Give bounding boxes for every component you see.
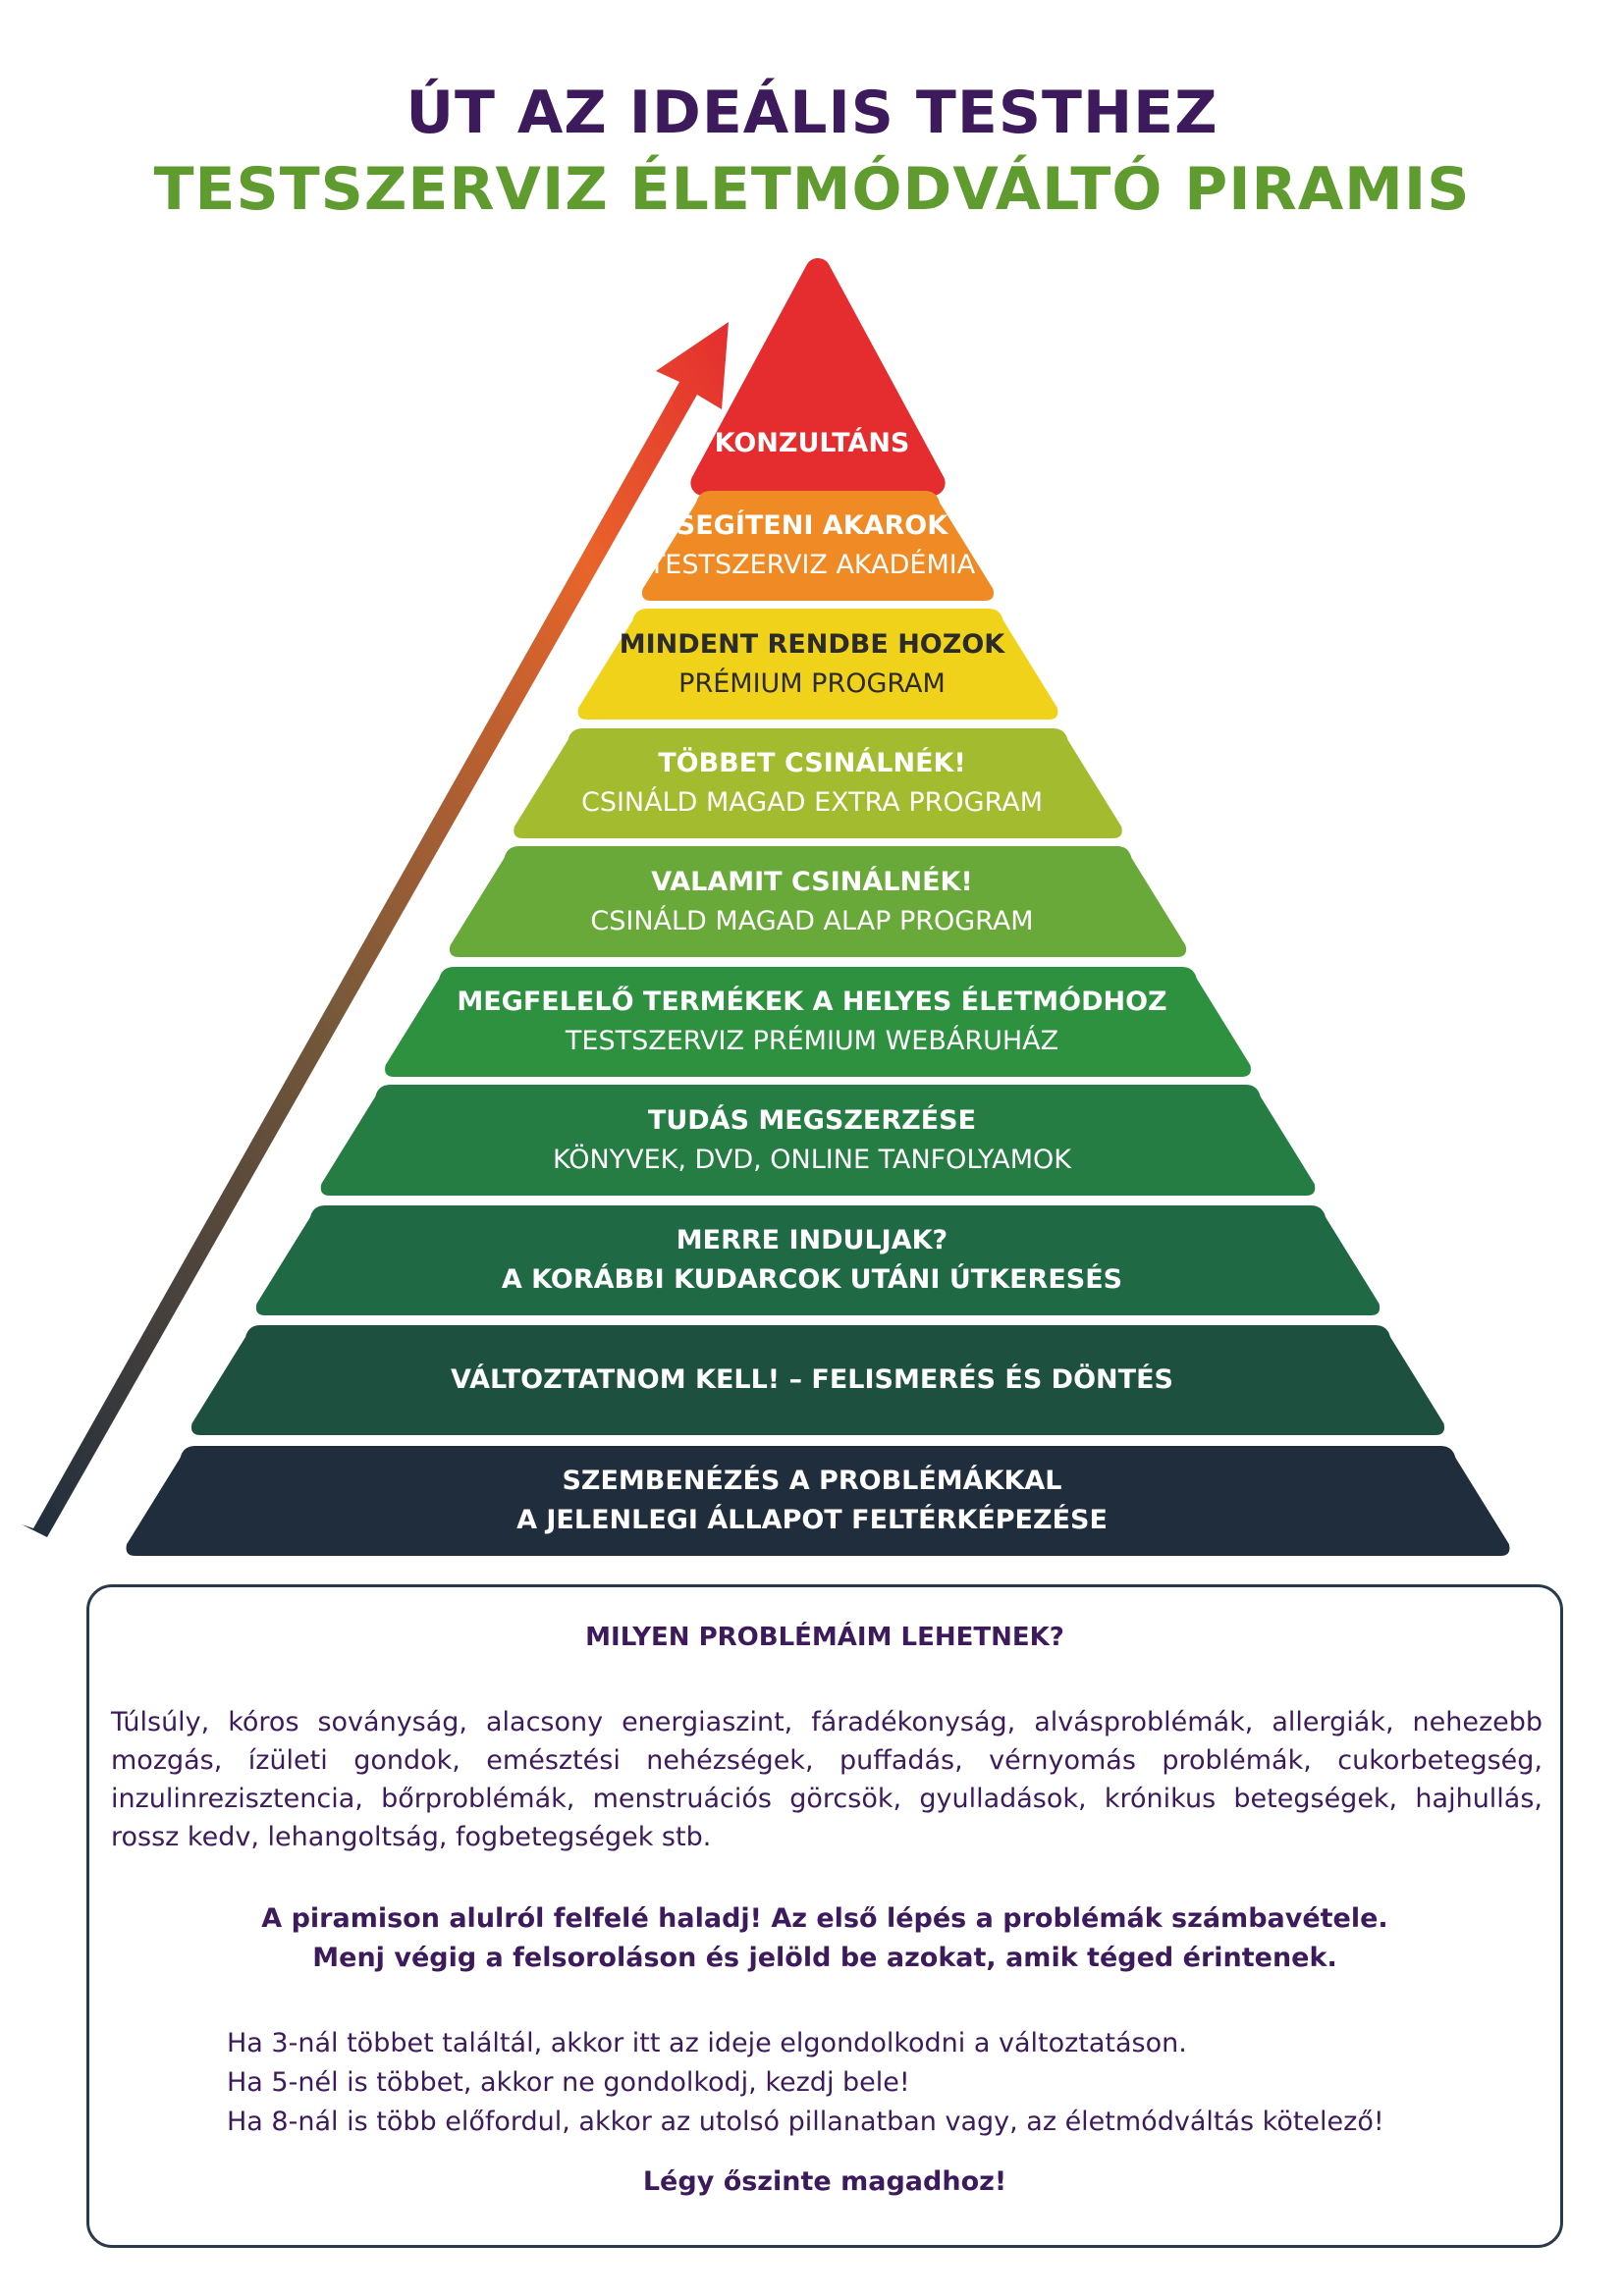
pyramid-tier-shape xyxy=(690,258,946,496)
tier-subtitle: A JELENLEGI ÁLLAPOT FELTÉRKÉPEZÉSE xyxy=(516,1505,1108,1535)
tier-title: VÁLTOZTATNOM KELL! – FELISMERÉS ÉS DÖNTÉ… xyxy=(451,1364,1173,1395)
tier-title: MERRE INDULJAK? xyxy=(676,1225,948,1255)
problems-list-text: Túlsúly, kóros soványság, alacsony energ… xyxy=(111,1707,1543,1852)
tier-subtitle: CSINÁLD MAGAD ALAP PROGRAM xyxy=(590,905,1034,936)
tier-subtitle: KÖNYVEK, DVD, ONLINE TANFOLYAMOK xyxy=(552,1144,1072,1175)
tier-title: SEGÍTENI AKAROK xyxy=(676,510,948,541)
tier-title: TÖBBET CSINÁLNÉK! xyxy=(658,748,966,778)
tier-subtitle: TESTSZERVIZ PRÉMIUM WEBÁRUHÁZ xyxy=(565,1026,1059,1056)
rules-list: Ha 3-nál többet találtál, akkor itt az i… xyxy=(227,2024,1543,2142)
pyramid-tier-shape xyxy=(190,1325,1445,1435)
tier-title: VALAMIT CSINÁLNÉK! xyxy=(651,866,973,897)
instruction-line-2: Menj végig a felsoroláson és jelöld be a… xyxy=(312,1943,1337,1973)
tier-subtitle: A KORÁBBI KUDARCOK UTÁNI ÚTKERESÉS xyxy=(501,1264,1123,1295)
tier-title: KONZULTÁNS xyxy=(714,428,910,458)
growth-arrow xyxy=(22,322,729,1537)
pyramid-tier-label: MEGFELELŐ TERMÉKEK A HELYES ÉLETMÓDHOZ TE… xyxy=(0,983,1624,1061)
pyramid-tier-shape xyxy=(126,1446,1510,1556)
pyramid-tier-label: SZEMBENÉZÉS A PROBLÉMÁKKAL A JELENLEGI ÁL… xyxy=(0,1462,1624,1540)
tier-subtitle: PRÉMIUM PROGRAM xyxy=(678,667,946,699)
instruction-text: A piramison alulról felfelé haladj! Az e… xyxy=(89,1899,1560,1978)
problems-title: MILYEN PROBLÉMÁIM LEHETNEK? xyxy=(585,1623,1064,1652)
pyramid-tier-label: VALAMIT CSINÁLNÉK! CSINÁLD MAGAD ALAP PRO… xyxy=(0,863,1624,941)
rule-item: Ha 8-nál is több előfordul, akkor az uto… xyxy=(227,2107,1384,2137)
pyramid-tier-label: TÖBBET CSINÁLNÉK! CSINÁLD MAGAD EXTRA PRO… xyxy=(0,744,1624,823)
pyramid-tier-shape xyxy=(255,1205,1380,1315)
pyramid-tier-label: MERRE INDULJAK? A KORÁBBI KUDARCOK UTÁNI … xyxy=(0,1221,1624,1300)
closing-message: Légy őszinte magadhoz! xyxy=(642,2166,1007,2197)
pyramid-tier-label: SEGÍTENI AKAROK TESTSZERVIZ AKADÉMIA xyxy=(0,507,1624,585)
page-title: ÚT AZ IDEÁLIS TESTHEZ xyxy=(406,79,1218,147)
rule-item: Ha 5-nél is többet, akkor ne gondolkodj,… xyxy=(227,2067,910,2098)
page-subtitle: TESTSZERVIZ ÉLETMÓDVÁLTÓ PIRAMIS xyxy=(153,155,1471,224)
pyramid-tier-shape xyxy=(514,728,1122,838)
pyramid-tier-shape xyxy=(385,967,1251,1077)
instruction-line-1: A piramison alulról felfelé haladj! Az e… xyxy=(261,1903,1388,1934)
pyramid-tier-shape xyxy=(449,846,1187,957)
pyramid-tier-shape xyxy=(577,609,1058,720)
pyramid-tier-label: VÁLTOZTATNOM KELL! – FELISMERÉS ÉS DÖNTÉ… xyxy=(0,1361,1624,1400)
pyramid-tier-label: MINDENT RENDBE HOZOK PRÉMIUM PROGRAM xyxy=(0,625,1624,704)
problems-box: MILYEN PROBLÉMÁIM LEHETNEK? Túlsúly, kór… xyxy=(86,1584,1563,2248)
pyramid-tier-shape xyxy=(320,1085,1316,1196)
pyramid-diagram xyxy=(22,258,1510,1556)
pyramid-tier-label: KONZULTÁNS xyxy=(0,424,1624,463)
pyramid-tier-label: TUDÁS MEGSZERZÉSE KÖNYVEK, DVD, ONLINE TA… xyxy=(0,1101,1624,1180)
tier-title: TUDÁS MEGSZERZÉSE xyxy=(647,1104,977,1136)
tier-title: SZEMBENÉZÉS A PROBLÉMÁKKAL xyxy=(562,1466,1062,1496)
tier-subtitle: CSINÁLD MAGAD EXTRA PROGRAM xyxy=(580,787,1044,818)
rule-item: Ha 3-nál többet találtál, akkor itt az i… xyxy=(227,2028,1187,2058)
tier-title: MEGFELELŐ TERMÉKEK A HELYES ÉLETMÓDHOZ xyxy=(457,987,1167,1017)
pyramid-tier-shape xyxy=(641,491,995,601)
tier-subtitle: TESTSZERVIZ AKADÉMIA xyxy=(648,550,976,580)
tier-title: MINDENT RENDBE HOZOK xyxy=(619,628,1005,660)
